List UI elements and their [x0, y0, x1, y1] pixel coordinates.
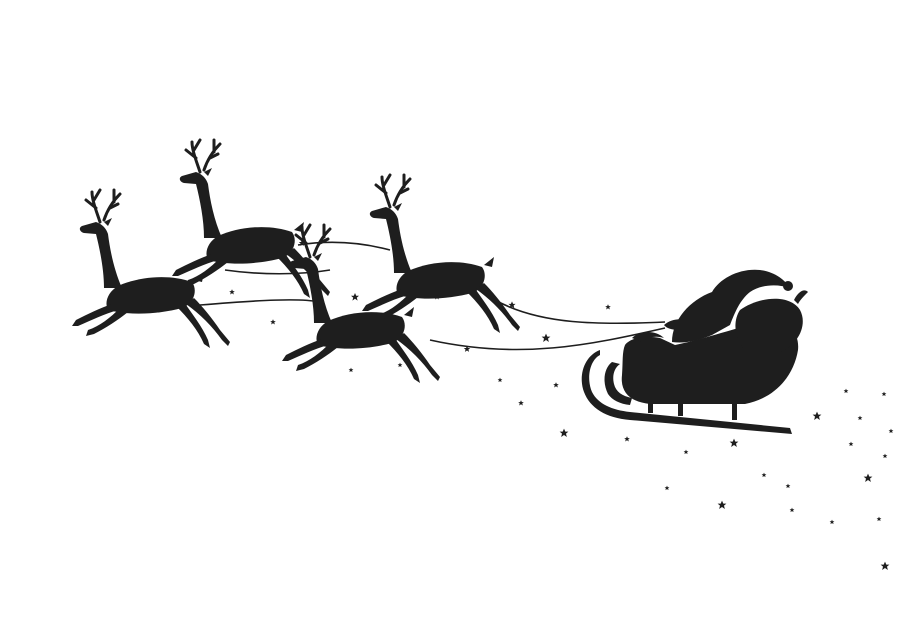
- star-icon: [876, 516, 882, 522]
- star-icon: [717, 500, 727, 509]
- santa-icon: [664, 269, 793, 343]
- star-icon: [559, 428, 569, 437]
- star-icon: [229, 289, 235, 295]
- star-icon: [829, 519, 835, 525]
- star-field: [229, 239, 894, 570]
- star-icon: [843, 388, 849, 394]
- star-icon: [785, 483, 791, 489]
- star-icon: [497, 377, 503, 383]
- reindeer-icon: [360, 173, 522, 335]
- star-icon: [518, 400, 524, 406]
- star-icon: [761, 472, 767, 478]
- star-icon: [683, 449, 689, 455]
- star-icon: [882, 453, 888, 459]
- star-icon: [397, 362, 403, 368]
- star-icon: [605, 304, 611, 310]
- star-icon: [624, 436, 630, 442]
- star-icon: [729, 438, 739, 447]
- star-icon: [541, 333, 551, 342]
- silhouette-group: [70, 138, 894, 570]
- reindeer-icon: [280, 223, 442, 385]
- star-icon: [812, 411, 822, 420]
- star-icon: [863, 473, 873, 482]
- star-icon: [881, 391, 887, 397]
- star-icon: [848, 441, 854, 447]
- star-icon: [351, 293, 359, 301]
- star-icon: [857, 415, 863, 421]
- gift-sack-icon: [735, 290, 808, 352]
- star-icon: [270, 319, 276, 325]
- star-icon: [789, 507, 795, 513]
- star-icon: [888, 428, 894, 434]
- star-icon: [553, 382, 559, 388]
- star-icon: [348, 367, 354, 373]
- reindeer-icon: [170, 138, 332, 300]
- star-icon: [880, 561, 890, 570]
- star-icon: [664, 485, 670, 491]
